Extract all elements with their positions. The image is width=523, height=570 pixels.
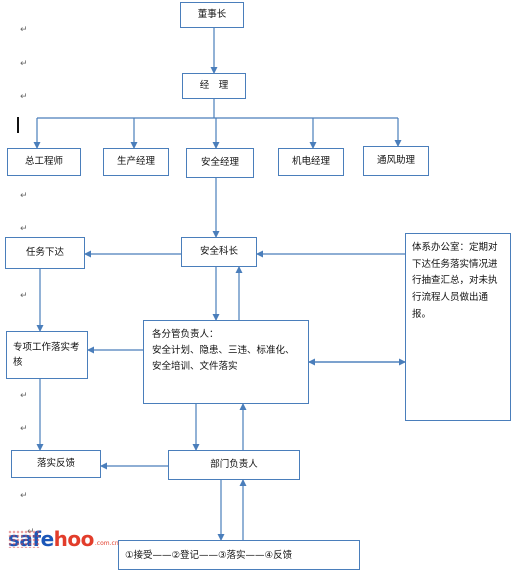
node-system-office: 体系办公室：定期对下达任务落实情况进行抽查汇总，对未执行流程人员做出通报。 xyxy=(405,233,511,421)
paragraph-mark: ↵ xyxy=(20,291,28,301)
node-process-steps: ①接受——②登记——③落实——④反馈 xyxy=(118,540,360,570)
paragraph-mark: ↵ xyxy=(20,391,28,401)
paragraph-mark: ↵ xyxy=(20,92,28,102)
node-safety-section-chief: 安全科长 xyxy=(181,237,257,267)
node-feedback: 落实反馈 xyxy=(11,450,101,478)
paragraph-mark: ↵ xyxy=(20,59,28,69)
text-cursor xyxy=(17,117,19,133)
paragraph-mark: ↵ xyxy=(20,224,28,234)
paragraph-mark: ↵ xyxy=(20,491,28,501)
paragraph-mark: ↵ xyxy=(20,191,28,201)
paragraph-mark: ↵ xyxy=(20,424,28,434)
node-task-issue: 任务下达 xyxy=(5,237,85,269)
division-heads-duties: 安全计划、隐患、三违、标准化、安全培训、文件落实 xyxy=(152,345,295,373)
site-logo: safehoo .com.cn xyxy=(8,527,119,551)
logo-domain: .com.cn xyxy=(94,539,119,547)
node-safety-manager: 安全经理 xyxy=(186,148,254,178)
node-department-head: 部门负责人 xyxy=(168,450,300,480)
logo-dot-pattern xyxy=(8,530,40,548)
node-chairman: 董事长 xyxy=(180,2,244,28)
node-division-heads: 各分管负责人： 安全计划、隐患、三违、标准化、安全培训、文件落实 xyxy=(143,320,309,404)
node-manager: 经 理 xyxy=(182,73,246,99)
node-production-manager: 生产经理 xyxy=(103,148,169,176)
node-electromech-manager: 机电经理 xyxy=(278,148,344,176)
paragraph-mark: ↵ xyxy=(20,25,28,35)
node-ventilation-assistant: 通风助理 xyxy=(363,146,429,176)
node-special-work-assessment: 专项工作落实考核 xyxy=(6,331,88,379)
node-chief-engineer: 总工程师 xyxy=(7,148,81,176)
division-heads-title: 各分管负责人： xyxy=(152,329,219,340)
